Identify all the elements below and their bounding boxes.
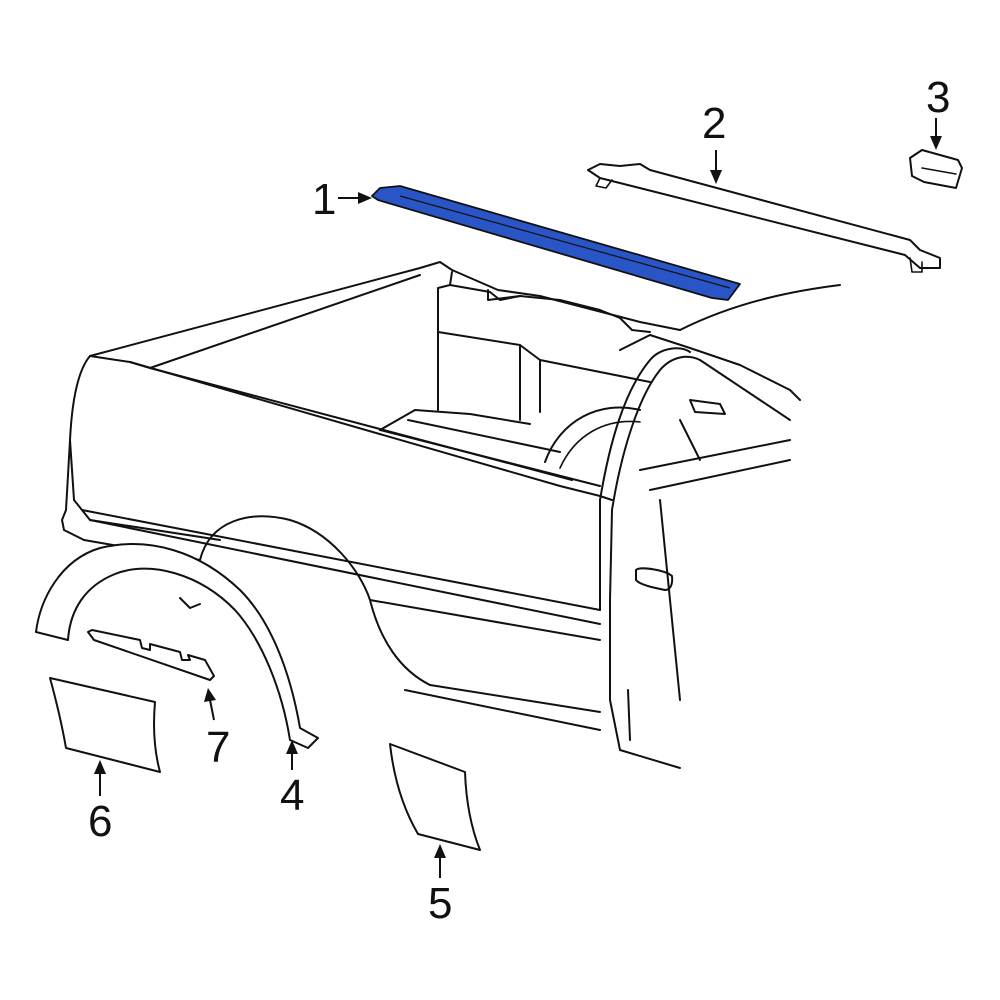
- part-7-bracket[interactable]: [87, 629, 215, 681]
- part-4-wheel-flare[interactable]: [35, 543, 319, 749]
- callout-4: 4: [280, 771, 304, 820]
- part-3-end-cap[interactable]: [909, 149, 963, 189]
- part-1-rail-cap[interactable]: [371, 185, 741, 301]
- truck-body: [61, 261, 841, 769]
- callout-2: 2: [702, 99, 726, 148]
- part-5-mud-flap[interactable]: [389, 743, 481, 851]
- callout-7: 7: [206, 723, 230, 772]
- callout-1: 1: [312, 175, 336, 224]
- part-6-mud-flap[interactable]: [49, 677, 161, 773]
- callout-6: 6: [88, 797, 112, 846]
- part-2-bed-rail[interactable]: [587, 163, 941, 273]
- callout-3: 3: [926, 73, 950, 122]
- callout-arrows: [94, 118, 942, 878]
- callout-5: 5: [428, 879, 452, 928]
